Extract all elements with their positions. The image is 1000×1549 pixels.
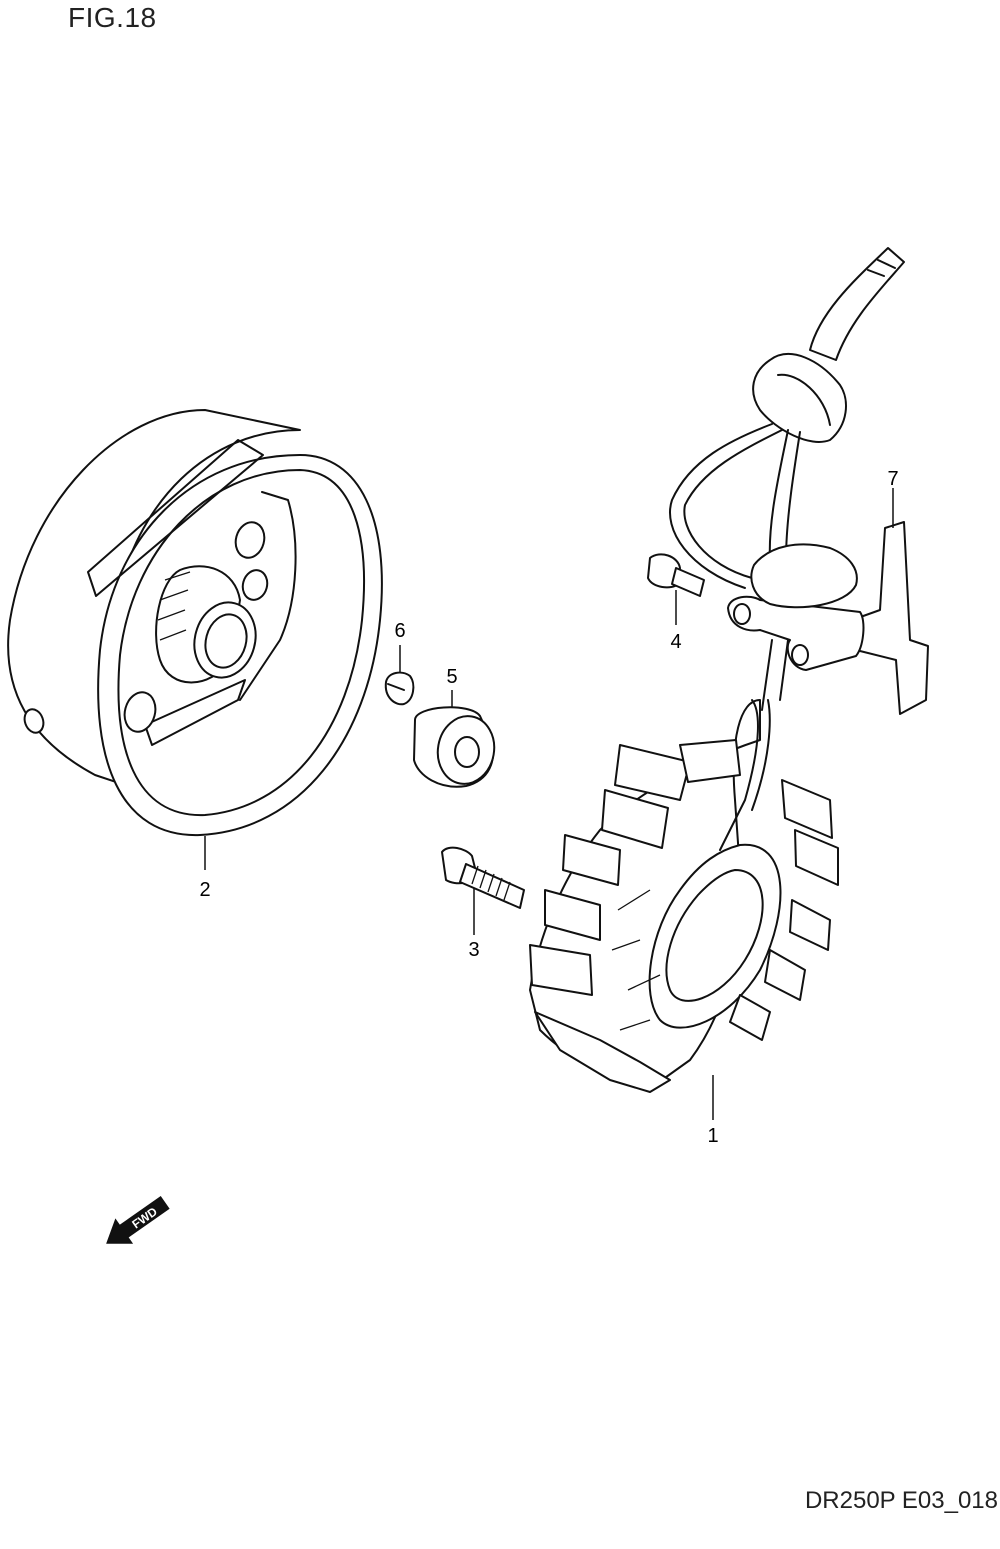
- figure-title: FIG.18: [68, 2, 157, 33]
- callout-5: 5: [446, 666, 457, 688]
- flywheel-rotor[interactable]: [7, 409, 383, 870]
- figure-code: DR250P E03_018: [804, 1487, 998, 1514]
- wire-harness[interactable]: [669, 247, 905, 711]
- bolt-part[interactable]: [441, 846, 525, 935]
- callout-3: 3: [468, 939, 479, 961]
- callout-4: 4: [670, 631, 681, 653]
- callout-6: 6: [394, 620, 405, 642]
- screw-part[interactable]: [647, 553, 705, 625]
- callout-2: 2: [199, 879, 210, 901]
- fwd-arrow-icon: FWD: [106, 1196, 170, 1244]
- callout-7: 7: [887, 468, 898, 490]
- clamp-bracket-part[interactable]: [727, 488, 929, 715]
- nut-part[interactable]: [413, 690, 499, 788]
- stator-part[interactable]: [529, 699, 839, 1120]
- key-part[interactable]: [384, 645, 415, 706]
- callout-1: 1: [707, 1125, 718, 1147]
